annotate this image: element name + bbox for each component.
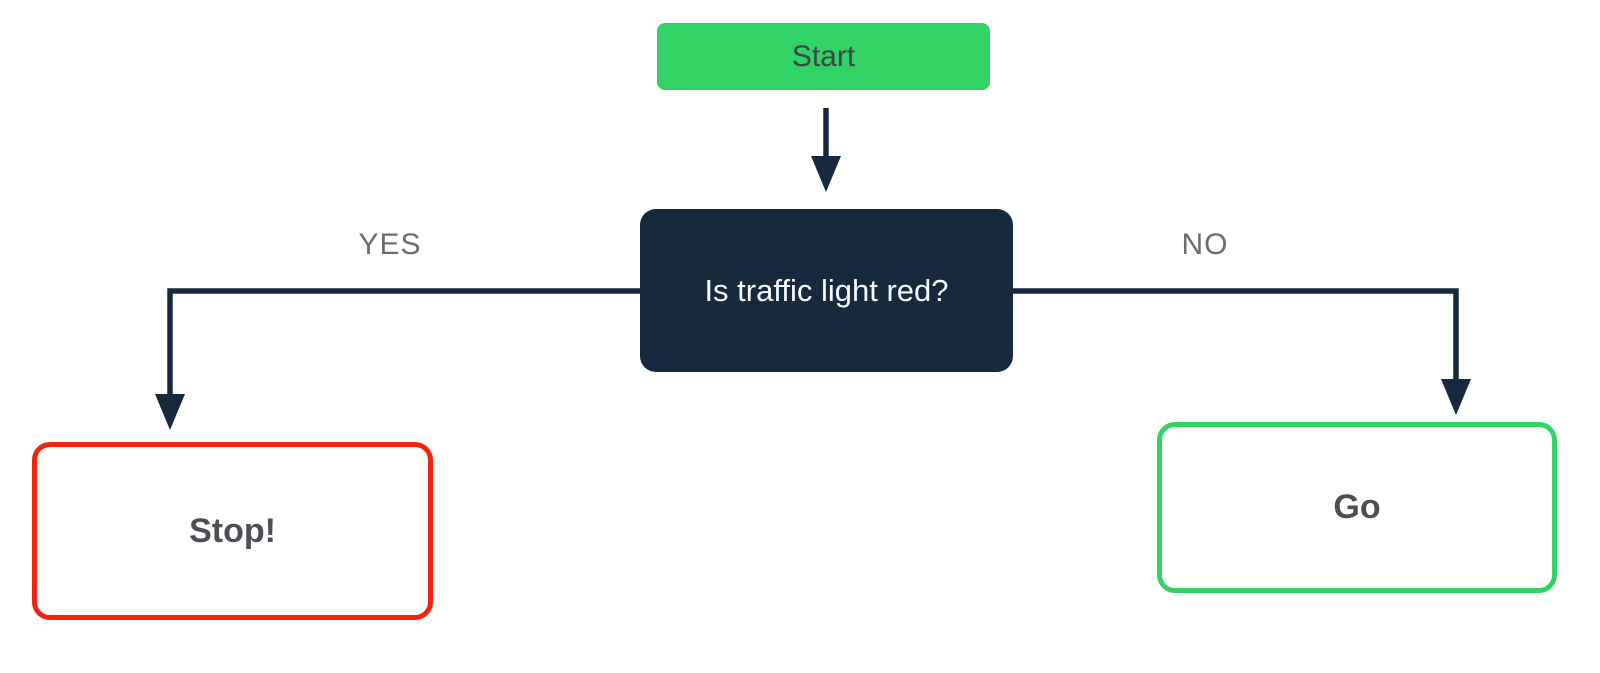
node-stop: Stop! [32, 442, 433, 620]
edge-decision-to-go-arrow [1012, 288, 1471, 415]
node-go-label: Go [1333, 488, 1381, 526]
node-stop-label: Stop! [189, 511, 276, 550]
node-decision: Is traffic light red? [640, 209, 1013, 372]
edge-start-to-decision-arrow [811, 108, 841, 192]
edge-label-no: NO [1181, 228, 1229, 261]
edge-label-yes: YES [358, 228, 422, 261]
node-go: Go [1157, 422, 1557, 593]
node-start-label: Start [791, 39, 856, 73]
node-decision-label: Is traffic light red? [704, 272, 949, 308]
node-start: Start [657, 23, 990, 90]
edge-decision-to-stop-arrow [155, 288, 640, 430]
